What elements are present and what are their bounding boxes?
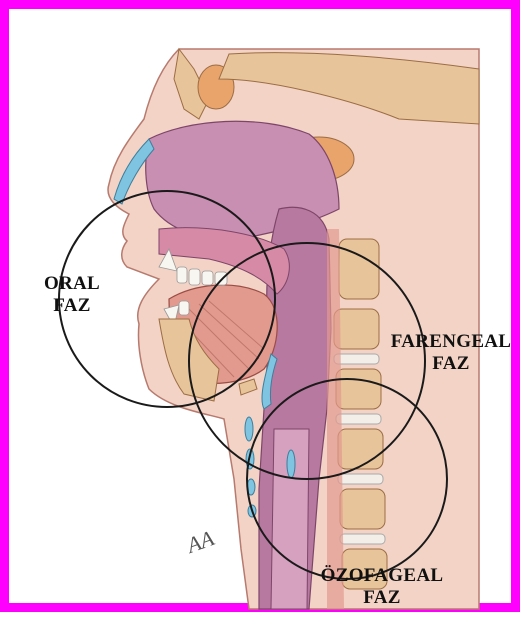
pharyngeal-phase-label: FARENGEAL FAZ [381,331,520,375]
bottom-strip [0,612,520,619]
oral-phase-line1: ORAL [27,273,117,295]
oral-phase-line2: FAZ [27,295,117,317]
pharyngeal-phase-line2: FAZ [381,353,520,375]
oral-phase-label: ORAL FAZ [27,273,117,317]
pharyngeal-phase-line1: FARENGEAL [381,331,520,353]
esophageal-phase-line1: ÖZOFAGEAL [307,565,457,587]
esophageal-phase-label: ÖZOFAGEAL FAZ [307,565,457,609]
esophageal-phase-line2: FAZ [307,587,457,609]
